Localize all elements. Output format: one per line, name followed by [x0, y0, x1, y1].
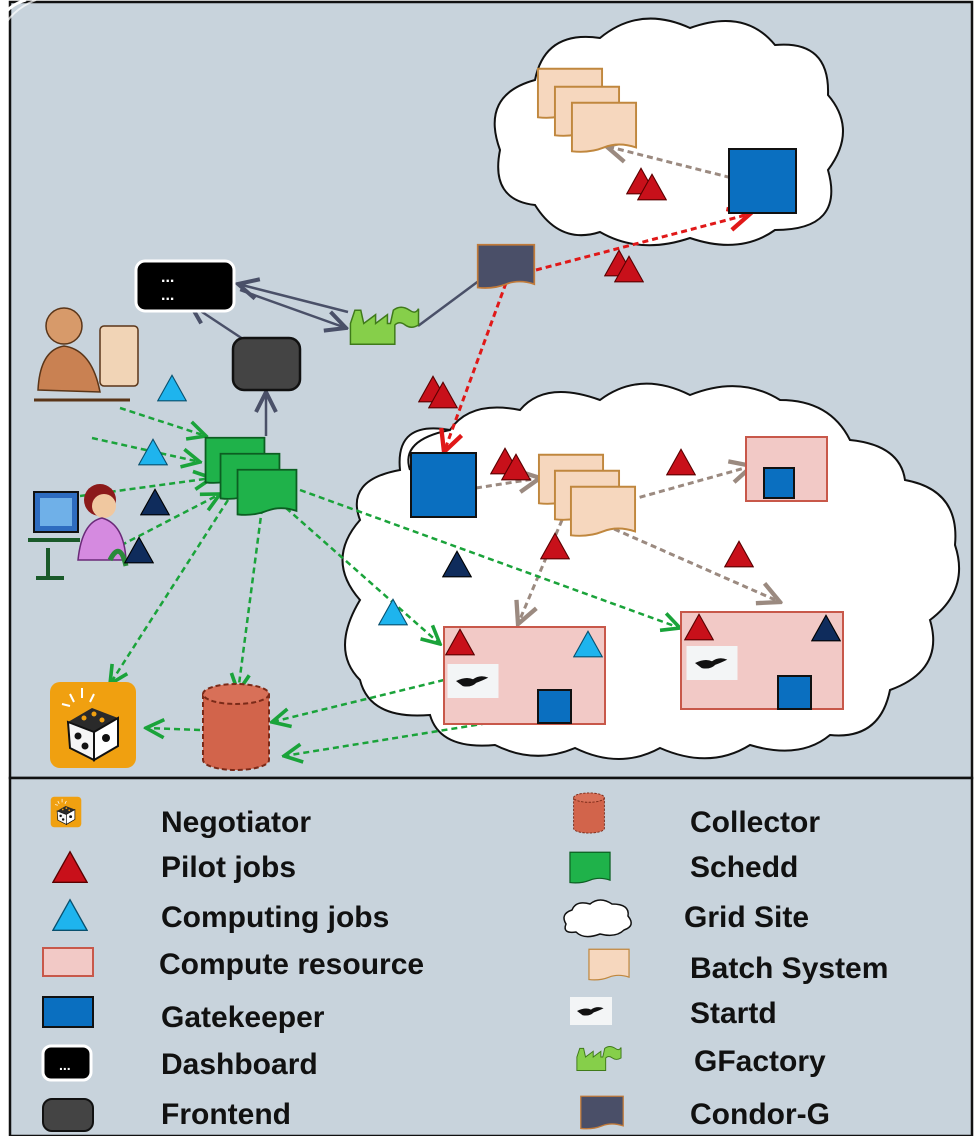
legend-dashboard-icon: ...	[41, 1044, 93, 1082]
legend-gfactory-label: GFactory	[694, 1045, 826, 1078]
legend-startd-label: Startd	[690, 997, 777, 1030]
legend-collector-label: Collector	[690, 806, 821, 839]
legend-computing-jobs-label: Computing jobs	[161, 901, 390, 934]
legend-collector-icon	[572, 792, 606, 834]
user-icon-woman	[28, 484, 129, 580]
legend-schedd-icon	[569, 851, 611, 884]
gatekeeper-top	[728, 148, 797, 214]
compute-resource-small	[745, 436, 828, 502]
dashboard-dots: ...	[161, 269, 174, 286]
legend-panel	[8, 776, 974, 1136]
frontend-node	[231, 336, 302, 392]
legend-icons: ...	[41, 792, 632, 1132]
legend-frontend-icon	[42, 1098, 94, 1132]
gatekeeper-lower	[410, 452, 477, 518]
legend-gatekeeper-icon	[42, 996, 94, 1028]
legend-dashboard-label: Dashboard	[161, 1048, 318, 1081]
legend-gatekeeper-label: Gatekeeper	[161, 1001, 325, 1034]
legend-batch-system-label: Batch System	[690, 952, 889, 985]
legend-condor-g-label: Condor-G	[690, 1098, 830, 1131]
legend-grid-site-icon	[563, 899, 632, 938]
legend-frontend-label: Frontend	[161, 1098, 291, 1131]
dashboard-node: ... ...	[134, 259, 236, 313]
legend-condor-g-icon	[579, 1095, 625, 1130]
dashboard-dots-2: ...	[161, 287, 174, 304]
legend-batch-system-icon	[588, 948, 630, 981]
compute-resource-right	[680, 611, 844, 710]
legend-startd-icon	[570, 997, 612, 1025]
legend-grid-site-label: Grid Site	[684, 901, 810, 934]
compute-resource-left	[443, 626, 606, 725]
condor-g-node	[476, 243, 536, 289]
legend-pilot-jobs-label: Pilot jobs	[161, 851, 296, 884]
legend-negotiator-icon	[50, 796, 82, 828]
user-icon-man	[34, 307, 139, 402]
svg-text:...: ...	[59, 1057, 71, 1073]
legend-negotiator-label: Negotiator	[161, 806, 311, 839]
legend-compute-resource-icon	[42, 947, 94, 977]
legend-compute-resource-label: Compute resource	[159, 948, 425, 981]
collector-node	[202, 683, 270, 771]
negotiator-node	[48, 680, 138, 770]
legend-schedd-label: Schedd	[690, 851, 799, 884]
